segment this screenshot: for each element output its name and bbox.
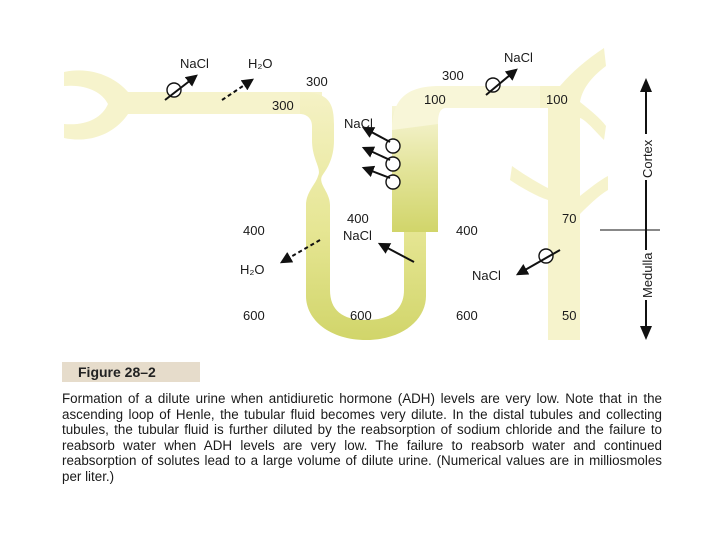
nacl-arrow-icon [515,249,561,276]
value-label: 400 [243,223,265,238]
arrow-down-icon [640,326,652,340]
pump-circle-icon [485,77,501,93]
label-nacl: NaCl [472,268,501,283]
transport-arrows [164,68,561,276]
nacl-arrow-icon [361,165,391,179]
pump-circle-icon [166,82,182,98]
nacl-arrow-icon [361,126,391,143]
value-label: 300 [306,74,328,89]
value-label: 600 [350,308,372,323]
proximal-tubule [130,92,322,114]
zone-label-cortex: Cortex [640,139,655,178]
label-nacl: NaCl [180,56,209,71]
nacl-arrow-icon [361,146,391,161]
value-label: 100 [424,92,446,107]
distal-bend [392,86,548,130]
arrow-up-icon [640,78,652,92]
nacl-arrow-icon [377,242,415,263]
value-label: 600 [456,308,478,323]
label-h2o: H₂O [248,56,273,71]
h2o-arrow-icon [279,239,321,264]
label-nacl: NaCl [504,50,533,65]
zone-scale [600,78,660,340]
nacl-arrow-icon [485,68,518,96]
value-label: 50 [562,308,576,323]
value-label: 300 [272,98,294,113]
value-label: 100 [546,92,568,107]
nephron-diagram-svg: NaCl H₂O 300 300 NaCl 300 100 NaCl 100 4… [64,48,660,340]
descending-limb [300,92,426,340]
figure-caption: Formation of a dilute urine when antidiu… [62,391,662,484]
h2o-arrow-icon [221,78,254,101]
label-h2o: H₂O [240,262,265,277]
value-label: 70 [562,211,576,226]
value-label: 400 [456,223,478,238]
figure-label: Figure 28–2 [62,362,200,382]
label-nacl: NaCl [344,116,373,131]
value-label: 600 [243,308,265,323]
label-nacl: NaCl [343,228,372,243]
value-label: 400 [347,211,369,226]
nacl-arrow-icon [164,74,198,101]
collecting-duct [510,48,608,340]
zone-label-medulla: Medulla [640,252,655,298]
value-label: 300 [442,68,464,83]
